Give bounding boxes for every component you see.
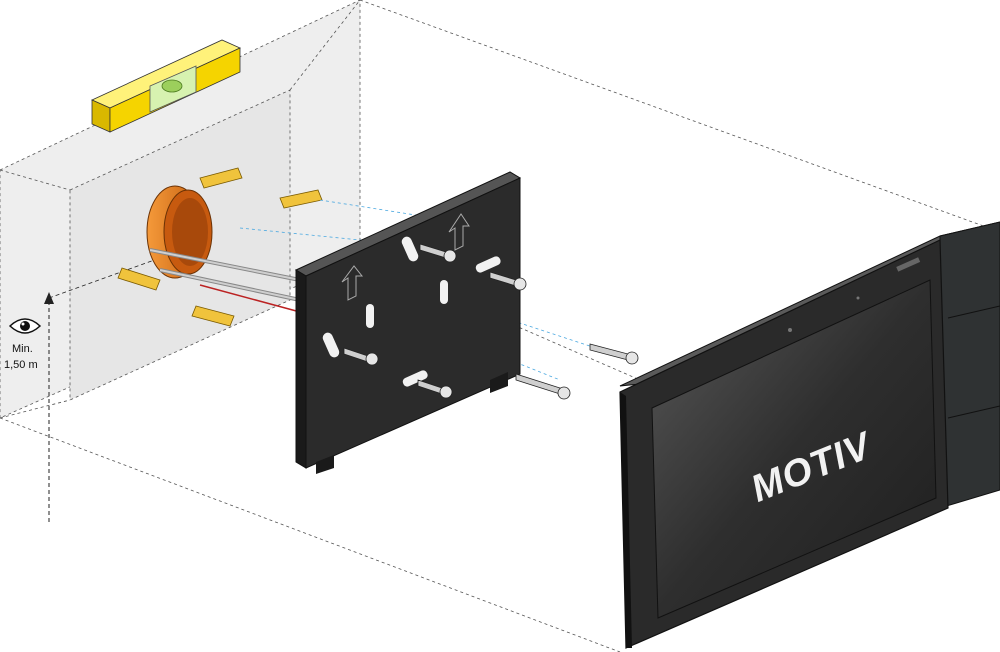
spirit-level-icon xyxy=(91,39,241,133)
eye-icon xyxy=(8,318,42,334)
min-label: Min. xyxy=(12,343,33,355)
touch-panel-icon xyxy=(619,221,1000,649)
flush-box-icon xyxy=(146,185,301,313)
height-label: 1,50 m xyxy=(4,359,38,371)
screw-icon xyxy=(343,243,639,400)
mounting-bracket-icon xyxy=(294,171,522,474)
